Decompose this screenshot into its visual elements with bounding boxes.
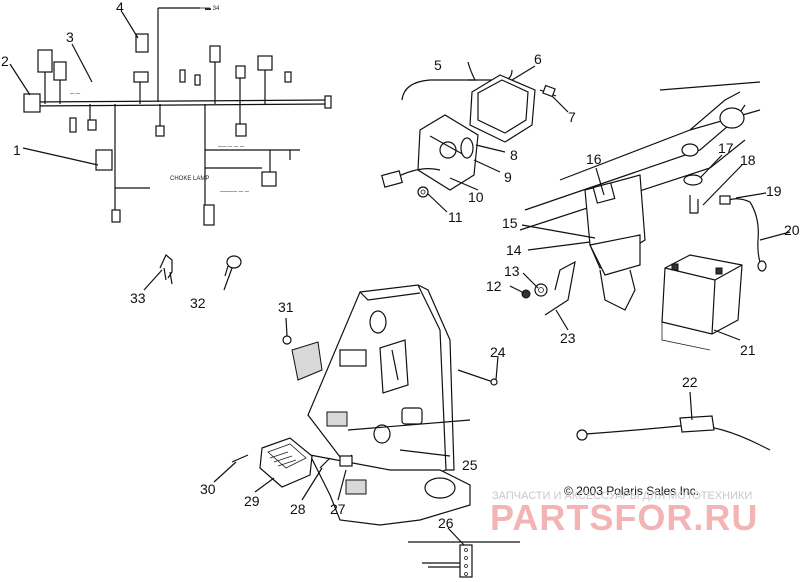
rear-frame-battery — [519, 81, 767, 351]
copyright-notice: © 2003 Polaris Sales Inc. — [564, 484, 699, 498]
callout-27: 27 — [330, 501, 346, 517]
callout-15: 15 — [502, 215, 518, 231]
svg-text:── ─ ─ ─: ── ─ ─ ─ — [217, 144, 245, 150]
callout-33: 33 — [130, 290, 146, 306]
callout-23: 23 — [560, 330, 576, 346]
callout-12: 12 — [486, 278, 502, 294]
callout-5: 5 — [434, 57, 442, 73]
svg-text:▬ 34: ▬ 34 — [205, 6, 220, 12]
callout-13: 13 — [504, 263, 520, 279]
callout-1: 1 — [13, 142, 21, 158]
callout-26: 26 — [438, 515, 454, 531]
callout-28: 28 — [290, 501, 306, 517]
watermark-logo: PARTSFOR.RU — [490, 497, 758, 538]
svg-text:─ ─: ─ ─ — [69, 91, 81, 97]
callout-32: 32 — [190, 295, 206, 311]
wiring-harness: ▬ 34 CHOKE LAMP ──── ─ ─ ─ ─ ── ─ ─ ─ — [23, 6, 332, 226]
callout-4: 4 — [116, 0, 124, 15]
callout-24: 24 — [490, 344, 506, 360]
callout-16: 16 — [586, 151, 602, 167]
callout-25: 25 — [462, 457, 478, 473]
watermark-caption: ЗАПЧАСТИ И АКСЕССУАРЫ ДЛЯ МОТОТЕХНИКИ — [492, 490, 752, 502]
callout-20: 20 — [784, 222, 800, 238]
callout-19: 19 — [766, 183, 782, 199]
taillight-assembly — [381, 61, 557, 198]
lower-chassis — [231, 284, 520, 578]
callout-labels: 1 2 3 4 5 6 7 8 9 10 11 12 13 14 15 16 1… — [1, 0, 800, 531]
ground-cable — [576, 415, 771, 451]
callout-10: 10 — [468, 189, 484, 205]
svg-text:──── ─ ─: ──── ─ ─ — [219, 189, 250, 195]
callout-2: 2 — [1, 53, 9, 69]
callout-8: 8 — [510, 147, 518, 163]
callout-11: 11 — [448, 209, 463, 225]
callout-22: 22 — [682, 374, 698, 390]
callout-14: 14 — [506, 242, 522, 258]
callout-17: 17 — [718, 140, 734, 156]
callout-31: 31 — [278, 299, 294, 315]
callout-29: 29 — [244, 493, 260, 509]
small-parts-32-33 — [159, 254, 242, 285]
svg-text:CHOKE LAMP: CHOKE LAMP — [170, 176, 209, 182]
callout-9: 9 — [504, 169, 512, 185]
leader-lines — [9, 11, 791, 546]
callout-6: 6 — [534, 51, 542, 67]
callout-18: 18 — [740, 152, 756, 168]
callout-7: 7 — [568, 109, 576, 125]
callout-21: 21 — [740, 342, 756, 358]
callout-3: 3 — [66, 29, 74, 45]
callout-30: 30 — [200, 481, 216, 497]
